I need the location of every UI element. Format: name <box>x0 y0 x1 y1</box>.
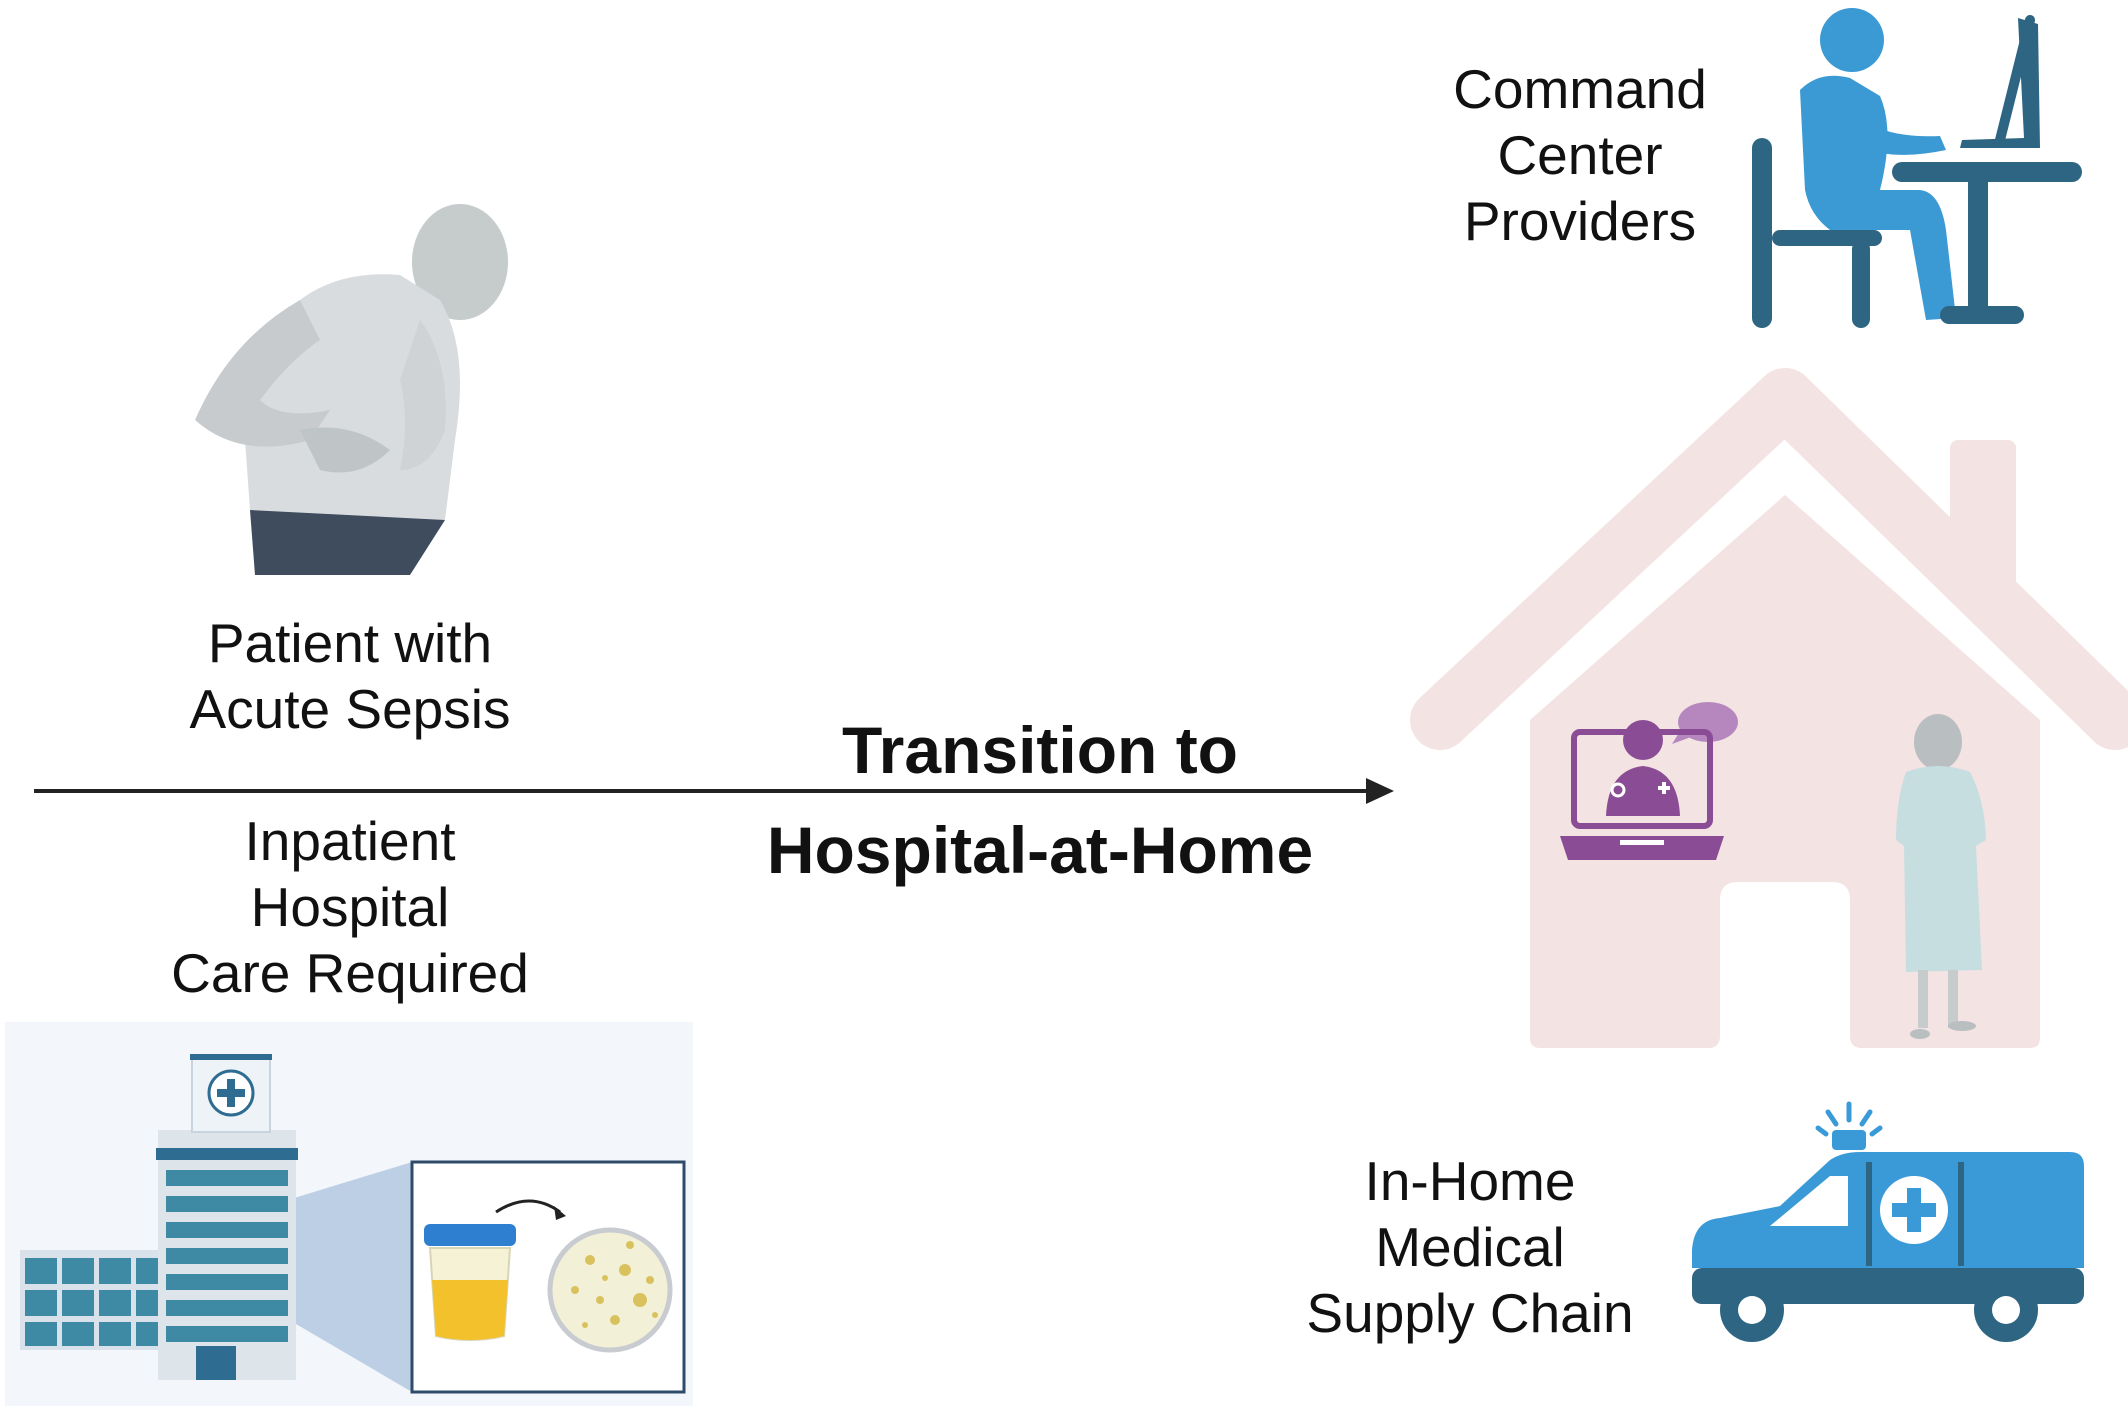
patient-label: Patient with Acute Sepsis <box>120 610 580 742</box>
supply-label-line-1: In-Home <box>1364 1150 1576 1212</box>
supply-label-line-3: Supply Chain <box>1306 1282 1634 1344</box>
inpatient-label-line-2: Hospital <box>250 876 450 938</box>
supply-chain-label: In-Home Medical Supply Chain <box>1290 1148 1650 1346</box>
inpatient-label-line-3: Care Required <box>171 942 529 1004</box>
command-label-line-3: Providers <box>1463 190 1697 252</box>
patient-label-line-2: Acute Sepsis <box>189 678 511 740</box>
command-label-line-2: Center <box>1497 124 1663 186</box>
command-center-label: Command Center Providers <box>1400 56 1760 254</box>
transition-label-line-1: Transition to <box>842 713 1238 787</box>
transition-label-line-2: Hospital-at-Home <box>766 813 1314 887</box>
patient-label-line-1: Patient with <box>207 612 493 674</box>
command-label-line-1: Command <box>1453 58 1707 120</box>
inpatient-label-line-1: Inpatient <box>244 810 456 872</box>
transition-label: Transition to Hospital-at-Home <box>700 700 1380 900</box>
supply-label-line-2: Medical <box>1375 1216 1565 1278</box>
inpatient-label: Inpatient Hospital Care Required <box>120 808 580 1006</box>
